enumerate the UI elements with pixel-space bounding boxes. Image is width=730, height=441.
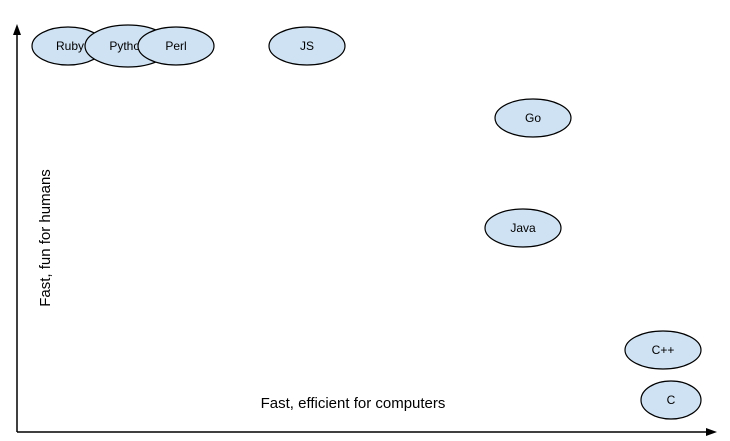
bubble-ruby-label: Ruby: [56, 39, 84, 53]
y-axis-arrowhead: [13, 24, 21, 35]
bubble-perl-label: Perl: [165, 39, 186, 53]
x-axis-label: Fast, efficient for computers: [261, 395, 446, 412]
y-axis-label: Fast, fun for humans: [37, 169, 54, 307]
bubble-js-label: JS: [300, 39, 314, 53]
axes: [13, 24, 717, 436]
bubble-java-shape: [484, 208, 562, 248]
bubble-c-shape: [640, 380, 702, 420]
bubble-perl-shape: [137, 26, 215, 66]
bubble-cpp-label: C++: [652, 343, 675, 357]
bubble-c: C: [640, 380, 702, 420]
x-axis-arrowhead: [706, 428, 717, 436]
bubble-go-shape: [494, 98, 572, 138]
bubble-go-label: Go: [525, 111, 541, 125]
bubble-java: Java: [484, 208, 562, 248]
bubble-c-label: C: [667, 393, 676, 407]
bubble-cpp: C++: [624, 330, 702, 370]
bubble-python-label: Python: [109, 39, 146, 53]
bubble-cpp-shape: [624, 330, 702, 370]
bubble-java-label: Java: [510, 221, 536, 235]
bubble-go: Go: [494, 98, 572, 138]
bubble-ruby: Ruby: [31, 26, 105, 66]
bubble-js: JS: [268, 26, 346, 66]
bubble-perl: Perl: [137, 26, 215, 66]
bubble-js-shape: [268, 26, 346, 66]
